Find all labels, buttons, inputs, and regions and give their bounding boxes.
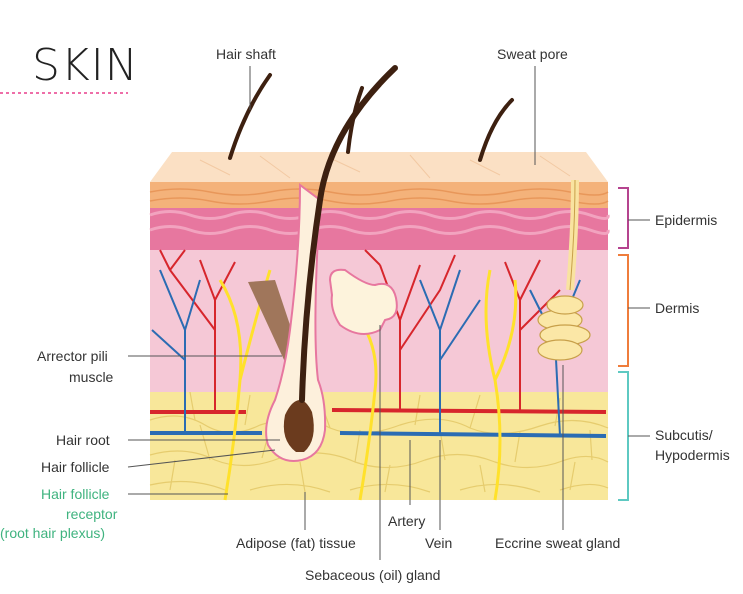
arrector-pili-muscle — [248, 280, 300, 362]
hypodermis-layer — [150, 392, 608, 500]
dermal-papillae — [150, 205, 608, 250]
dermis-bracket — [618, 254, 629, 367]
label-subcutis: Subcutis/ — [655, 427, 713, 443]
epidermis-layer — [150, 182, 608, 208]
label-hypodermis: Hypodermis — [655, 447, 730, 463]
label-hair-shaft: Hair shaft — [216, 46, 276, 62]
label-receptor-1: Hair follicle — [41, 486, 110, 502]
hair-short-left — [228, 73, 272, 160]
label-receptor-2: receptor — [66, 506, 118, 522]
sebaceous-gland — [328, 268, 398, 335]
label-receptor-3: (root hair plexus) — [0, 525, 105, 541]
label-hair-root: Hair root — [56, 432, 110, 448]
label-arrector-pili-muscle: muscle — [69, 369, 114, 385]
epidermis-bracket — [618, 187, 629, 249]
leader-lines — [127, 66, 564, 560]
vein-horizontal — [150, 431, 607, 438]
label-eccrine: Eccrine sweat gland — [495, 535, 620, 551]
blood-vessels — [150, 249, 607, 438]
sweat-gland-coil — [537, 295, 591, 361]
artery-horizontal — [150, 408, 607, 414]
label-dermis: Dermis — [655, 300, 699, 316]
hair-bulb — [283, 400, 314, 452]
hypodermis-bracket — [618, 371, 629, 501]
skin-surface — [150, 152, 608, 182]
nerves — [218, 269, 518, 501]
diagram-title: SKIN — [32, 40, 139, 91]
label-sebaceous: Sebaceous (oil) gland — [305, 567, 440, 583]
label-adipose: Adipose (fat) tissue — [236, 535, 356, 551]
label-sweat-pore: Sweat pore — [497, 46, 568, 62]
label-vein: Vein — [425, 535, 452, 551]
label-hair-follicle: Hair follicle — [41, 459, 110, 475]
label-epidermis: Epidermis — [655, 212, 717, 228]
label-artery: Artery — [388, 513, 425, 529]
hair-short-right — [478, 98, 514, 162]
label-arrector-pili: Arrector pili — [37, 348, 108, 364]
hair-strand — [299, 65, 398, 403]
hair-short-middle — [346, 86, 364, 154]
